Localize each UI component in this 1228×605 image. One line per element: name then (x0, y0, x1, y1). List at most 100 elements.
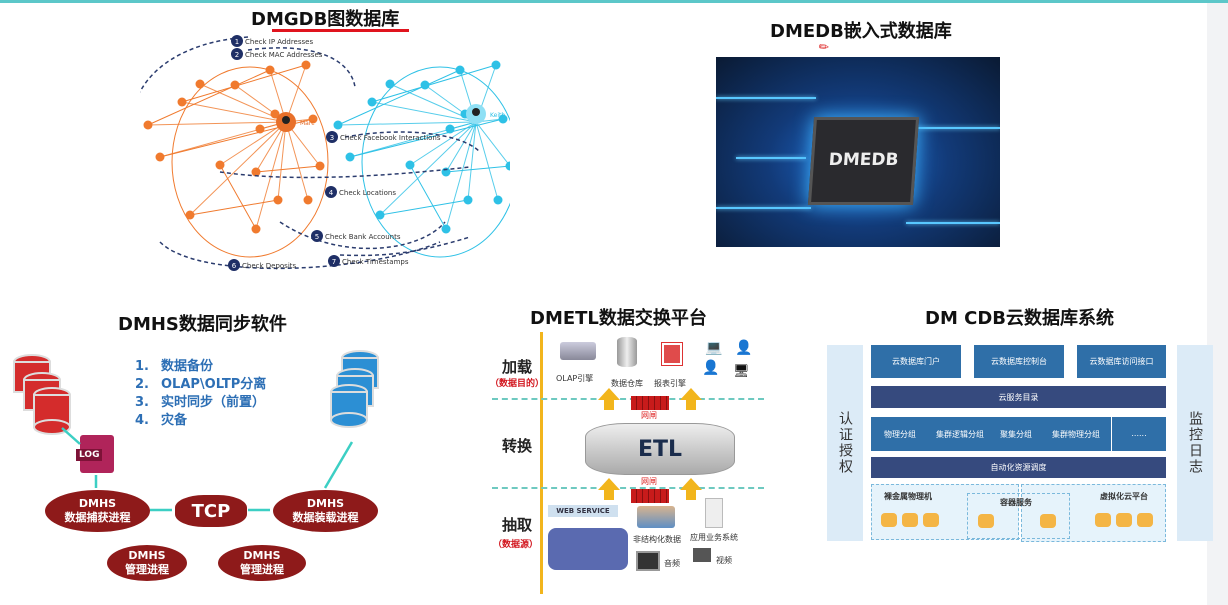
step-number: 7 (332, 258, 336, 266)
etl-core: ETL (585, 423, 735, 475)
step-number: 6 (232, 262, 237, 270)
gdb-title: DMGDB图数据库 (251, 9, 400, 30)
graph-node (405, 160, 415, 170)
web-service-label: WEB SERVICE (548, 505, 618, 517)
graph-node (463, 195, 473, 205)
feature-list: 1.数据备份 2.OLAP\OLTP分离 3.实时同步（前置） 4.灾备 (135, 358, 266, 430)
portal-box: 云数据库门户 (871, 345, 961, 378)
person-label: Marc (300, 120, 315, 127)
graph-node (505, 161, 510, 171)
server-icon (705, 498, 723, 528)
flow-arrows (61, 427, 354, 512)
stage-load-sub: （数据目的） (490, 379, 545, 389)
up-arrow (598, 388, 620, 410)
graph-node (177, 97, 187, 107)
etl-title: DMETL数据交换平台 (530, 308, 707, 329)
feature-item: 1.数据备份 (135, 359, 214, 374)
check-path (247, 47, 356, 88)
graph-node (493, 195, 503, 205)
group-item: ...... (1111, 417, 1166, 451)
container-label: 容器服务 (1000, 498, 1032, 507)
olap-server-icon (560, 342, 596, 360)
stage-extract-sub: （数据源） (493, 540, 539, 550)
source-video: 视频 (716, 556, 732, 565)
source-audio: 音频 (664, 559, 680, 568)
monitor-icon: 🖥 (733, 364, 750, 379)
log-label: LOG (76, 449, 103, 461)
graph-node (143, 120, 153, 130)
step-badge (231, 48, 243, 60)
graph-node (345, 152, 355, 162)
source-unstructured: 非结构化数据 (633, 535, 681, 544)
baremetal-label: 裸金属物理机 (884, 492, 932, 501)
source-database-icon (13, 354, 71, 435)
step-badge (325, 186, 337, 198)
target-olap: OLAP引擎 (556, 374, 594, 383)
edb-title: DMEDB嵌入式数据库 (770, 21, 952, 42)
stage-load: 加载 (502, 358, 533, 376)
step-label: Check Deposits (242, 262, 297, 270)
graph-node (195, 79, 205, 89)
graph-node (273, 195, 283, 205)
step-badge (328, 255, 340, 267)
divider (492, 487, 764, 489)
monitor-column: 监控日志 (1177, 345, 1213, 541)
graph-node (185, 210, 195, 220)
feature-item: 3.实时同步（前置） (135, 395, 266, 410)
target-report: 报表引擎 (654, 379, 686, 388)
up-arrow (680, 388, 702, 410)
folder-icon (637, 506, 675, 528)
feature-item: 4.灾备 (135, 413, 188, 428)
chip: DMEDB (807, 117, 920, 205)
graph-node (270, 109, 280, 119)
graph-node (441, 224, 451, 234)
step-number: 4 (329, 189, 334, 197)
step-number: 2 (235, 51, 239, 59)
gateway-label: 网闸 (641, 477, 657, 486)
check-path (279, 221, 446, 249)
up-arrow (680, 478, 702, 500)
target-database-icon (330, 350, 379, 428)
step-number: 1 (235, 38, 239, 46)
graph-node (420, 80, 430, 90)
graph-node (303, 195, 313, 205)
graph-node (315, 161, 325, 171)
graph-node (308, 114, 318, 124)
step-number: 3 (330, 134, 334, 142)
firewall-icon (631, 489, 669, 503)
firewall-icon (631, 396, 669, 410)
graph-node (455, 65, 465, 75)
graph-node (155, 152, 165, 162)
graph-node (251, 224, 261, 234)
gateway-label: 网闸 (641, 411, 657, 420)
graph-node (491, 60, 501, 70)
baremetal-box: 裸金属物理机 (871, 484, 1019, 540)
step-badge (228, 259, 240, 271)
step-number: 5 (315, 233, 319, 241)
step-label: Check Bank Accounts (325, 233, 401, 241)
vertical-arrow (540, 332, 543, 594)
stage-transform: 转换 (502, 437, 533, 455)
check-path (140, 36, 249, 93)
check-path (339, 236, 471, 257)
person-label: Keith (490, 112, 505, 119)
group-item: 集群逻辑分组 (936, 429, 984, 439)
graph-node (230, 80, 240, 90)
step-label: Check Facebook Interactions (340, 134, 441, 142)
graph-node (255, 124, 265, 134)
tcp-cloud: TCP (175, 495, 247, 527)
virtualization-label: 虚拟化云平台 (1100, 492, 1148, 501)
check-path (344, 131, 481, 153)
feature-item: 2.OLAP\OLTP分离 (135, 377, 267, 392)
divider (492, 398, 764, 400)
source-app-system: 应用业务系统 (690, 533, 738, 542)
chip-image: DMEDB (716, 57, 1000, 247)
up-arrow (598, 478, 620, 500)
group-item: 聚集分组 (1000, 429, 1032, 439)
step-label: Check MAC Addresses (245, 51, 323, 59)
